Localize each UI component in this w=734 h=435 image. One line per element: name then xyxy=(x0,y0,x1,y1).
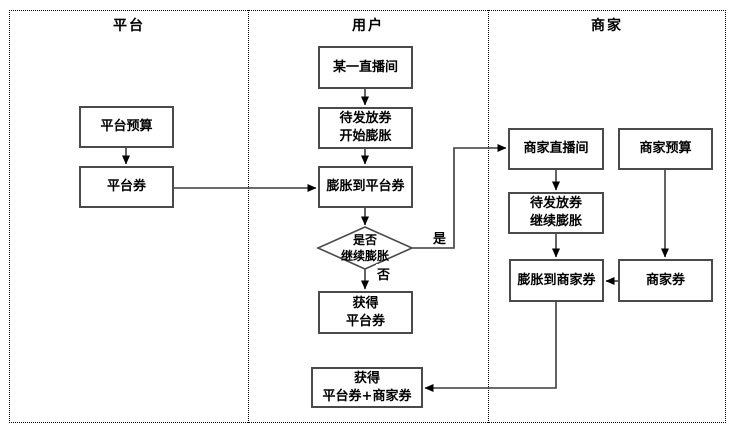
edge-label-no: 否 xyxy=(376,264,392,283)
node-live-room: 某一直播间 xyxy=(318,46,413,89)
lane-divider-2 xyxy=(488,10,489,423)
decision-diamond xyxy=(316,226,414,270)
node-merchant-budget: 商家预算 xyxy=(618,128,713,170)
node-pending-start-inflate: 待发放券 开始膨胀 xyxy=(318,107,413,149)
node-pending-continue-inflate: 待发放券 继续膨胀 xyxy=(508,192,604,234)
node-obtain-both-coupons: 获得 平台券+商家券 xyxy=(311,367,423,408)
diagram-border xyxy=(9,10,726,423)
lane-title-merchant: 商家 xyxy=(591,18,623,34)
node-platform-budget: 平台预算 xyxy=(79,106,174,148)
edge-decision-yes xyxy=(412,144,507,249)
edge-label-yes: 是 xyxy=(432,228,448,247)
lane-title-user: 用户 xyxy=(352,18,384,34)
node-obtain-platform-coupon: 获得 平台券 xyxy=(318,291,413,334)
node-merchant-coupon: 商家券 xyxy=(618,259,713,302)
decision-label: 是否 继续膨胀 xyxy=(340,233,389,263)
node-inflate-to-platform-coupon: 膨胀到平台券 xyxy=(318,166,413,208)
edge-inflate-to-obtain-both xyxy=(424,302,557,392)
lane-divider-1 xyxy=(248,10,249,423)
node-inflate-to-merchant-coupon: 膨胀到商家券 xyxy=(509,259,604,302)
node-merchant-live-room: 商家直播间 xyxy=(508,128,604,170)
node-platform-coupon: 平台券 xyxy=(79,166,174,208)
lane-title-platform: 平台 xyxy=(113,18,145,34)
